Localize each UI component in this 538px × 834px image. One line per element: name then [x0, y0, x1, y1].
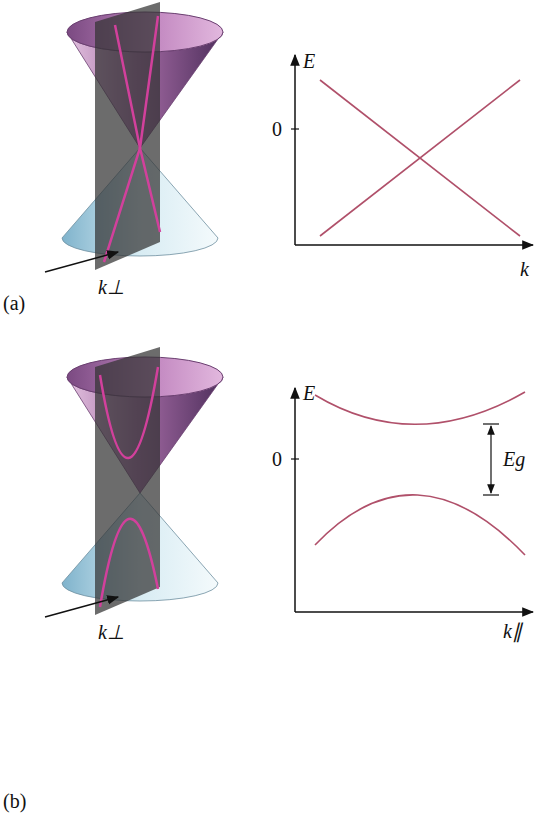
- tick-label: 0: [272, 118, 282, 140]
- axis-label: k: [520, 258, 529, 280]
- gapped-cone: [45, 347, 223, 617]
- gap-label: Eg: [503, 448, 525, 470]
- axis-label: k⊥: [98, 621, 124, 643]
- panel-label: (a): [3, 292, 25, 314]
- dirac-cone: [45, 2, 223, 272]
- axis-label: E: [303, 382, 315, 404]
- axis-label: E: [303, 50, 315, 72]
- axis-label: k∥: [503, 620, 522, 642]
- dispersion-plot: [291, 55, 533, 245]
- axis-label: k⊥: [98, 276, 124, 298]
- tick-label: 0: [272, 448, 282, 470]
- gapped-dispersion-plot: [291, 388, 533, 612]
- panel-label: (b): [3, 790, 26, 812]
